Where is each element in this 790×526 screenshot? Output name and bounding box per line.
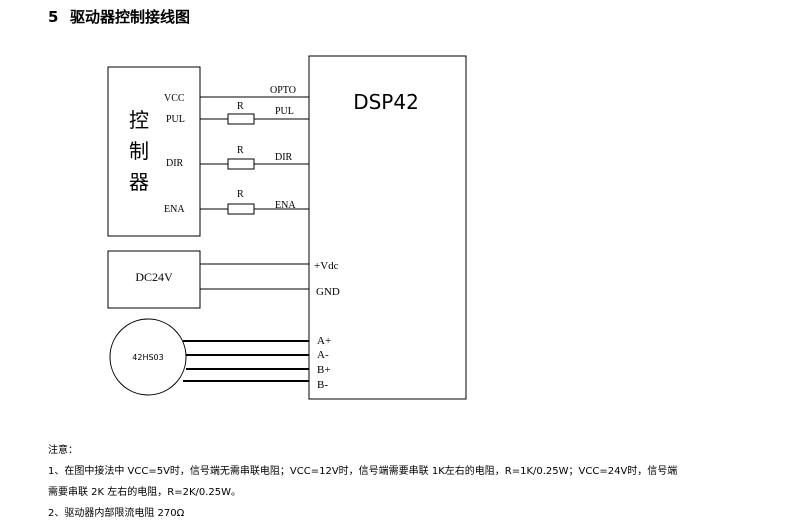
controller-pin-ena: ENA xyxy=(164,204,185,215)
power-supply-box xyxy=(107,250,201,309)
controller-name-char-1: 控 xyxy=(129,108,149,132)
notes-title: 注意： xyxy=(48,445,78,456)
controller-pin-vcc: VCC xyxy=(164,93,185,104)
power-supply-label: DC24V xyxy=(135,270,173,284)
controller-pin-pul: PUL xyxy=(166,114,185,125)
motor-circle xyxy=(109,318,187,396)
notes-line-3: 2、驱动器内部限流电阻 270Ω xyxy=(48,508,185,519)
driver-pin-ena: ENA xyxy=(275,200,296,211)
driver-name: DSP42 xyxy=(353,90,419,114)
resistor-pul-label: R xyxy=(237,101,244,112)
section-heading: 5 驱动器控制接线图 xyxy=(48,6,190,27)
notes-line-1: 1、在图中接法中 VCC=5V时，信号端无需串联电阻；VCC=12V时，信号端需… xyxy=(48,466,678,477)
resistor-ena-label: R xyxy=(237,189,244,200)
driver-box xyxy=(308,55,467,400)
resistor-dir xyxy=(227,158,255,170)
controller-name-char-2: 制 xyxy=(129,139,149,163)
section-number: 5 xyxy=(48,8,59,26)
driver-pin-vdc: +Vdc xyxy=(314,260,339,272)
driver-pin-pul: PUL xyxy=(275,106,294,117)
driver-pin-gnd: GND xyxy=(316,286,340,298)
notes-line-2: 需要串联 2K 左右的电阻，R=2K/0.25W。 xyxy=(48,487,242,498)
controller-pin-dir: DIR xyxy=(166,158,184,169)
controller-name-char-3: 器 xyxy=(129,170,149,194)
driver-pin-b-plus: B+ xyxy=(317,364,331,376)
resistor-pul xyxy=(227,113,255,125)
driver-pin-dir: DIR xyxy=(275,152,293,163)
section-title: 驱动器控制接线图 xyxy=(70,8,191,26)
controller-box xyxy=(107,66,201,237)
resistor-ena xyxy=(227,203,255,215)
driver-pin-a-minus: A- xyxy=(317,349,329,361)
resistor-dir-label: R xyxy=(237,145,244,156)
motor-label: 42HS03 xyxy=(132,353,163,362)
driver-pin-opto: OPTO xyxy=(270,85,296,96)
driver-pin-b-minus: B- xyxy=(317,379,328,391)
driver-pin-a-plus: A+ xyxy=(317,335,331,347)
